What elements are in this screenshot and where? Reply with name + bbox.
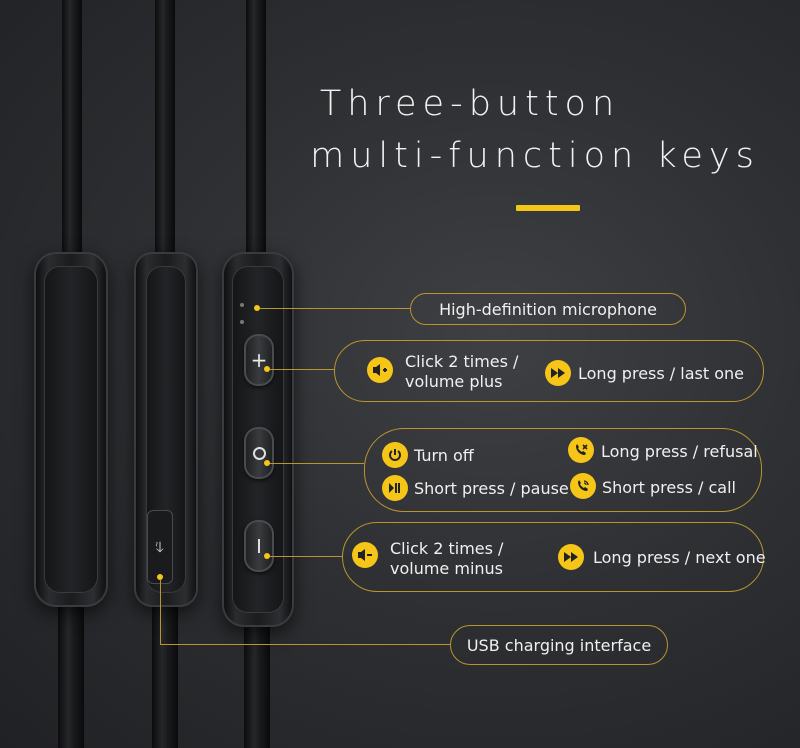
right-cable-top <box>246 0 266 262</box>
volume-plus-click-line1: Click 2 times / <box>405 352 519 371</box>
title-underline <box>516 205 580 211</box>
power-icon <box>382 442 408 468</box>
multi-function-button[interactable] <box>244 427 274 479</box>
remote-side-view <box>134 252 198 607</box>
volume-minus-button[interactable] <box>244 520 274 572</box>
multi-function-leader-line <box>270 463 364 464</box>
usb-port: ⭉ <box>147 510 173 584</box>
multi-function-panel <box>364 428 762 512</box>
multi-function-marker <box>264 460 270 466</box>
remote-face <box>44 266 98 593</box>
volume-minus-leader-line <box>270 556 342 557</box>
minus-icon <box>258 539 260 553</box>
long-press-refusal-label: Long press / refusal <box>601 442 758 461</box>
microphone-marker <box>254 305 260 311</box>
microphone-hole <box>240 320 244 324</box>
volume-minus-long-press: Long press / next one <box>593 548 766 567</box>
volume-up-icon <box>367 357 393 383</box>
turn-off-label: Turn off <box>414 446 474 465</box>
middle-cable-bottom <box>152 600 178 748</box>
microphone-hole <box>240 303 244 307</box>
volume-plus-panel <box>334 340 764 402</box>
volume-minus-panel <box>342 522 764 592</box>
circle-icon <box>252 446 266 460</box>
middle-cable-top <box>155 0 175 262</box>
volume-plus-click-line2: volume plus <box>405 372 503 391</box>
left-cable-top <box>62 0 82 262</box>
usb-leader-horizontal <box>160 644 450 645</box>
page-title-line2: multi-function keys <box>310 136 760 176</box>
fast-forward-icon <box>545 360 571 386</box>
remote-front-view <box>34 252 108 607</box>
phone-icon <box>570 473 596 499</box>
volume-plus-leader-line <box>270 369 334 370</box>
short-press-pause-label: Short press / pause <box>414 479 569 498</box>
usb-marker <box>157 574 163 580</box>
volume-minus-marker <box>264 553 270 559</box>
volume-plus-button[interactable]: + <box>244 334 274 386</box>
fast-forward-icon <box>558 544 584 570</box>
microphone-leader-line <box>260 308 410 309</box>
volume-plus-long-press: Long press / last one <box>578 364 744 383</box>
short-press-call-label: Short press / call <box>602 478 736 497</box>
usb-icon: ⭉ <box>151 541 168 553</box>
hang-up-icon <box>568 437 594 463</box>
left-cable-bottom <box>58 600 84 748</box>
volume-down-icon <box>352 542 378 568</box>
usb-label: USB charging interface <box>450 625 668 665</box>
right-cable-bottom <box>244 615 270 748</box>
page-title-line1: Three-button <box>319 84 621 124</box>
play-pause-icon <box>382 475 408 501</box>
volume-minus-click-line2: volume minus <box>390 559 504 578</box>
microphone-label: High-definition microphone <box>410 293 686 325</box>
volume-plus-marker <box>264 366 270 372</box>
plus-icon: + <box>250 348 268 372</box>
usb-leader-vertical <box>160 580 161 644</box>
volume-minus-click-line1: Click 2 times / <box>390 539 504 558</box>
